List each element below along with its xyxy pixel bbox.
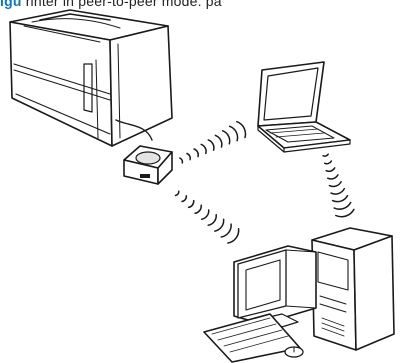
wireless-signal-icon [215, 135, 221, 147]
wireless-signal-icon [180, 158, 183, 163]
wireless-signal-icon [195, 205, 201, 213]
wireless-signal-icon [329, 182, 341, 187]
desktop-computer-icon [204, 228, 394, 362]
wireless-signal-icon [208, 215, 216, 226]
wireless-signal-icon [189, 201, 194, 208]
wireless-signal-icon [201, 144, 206, 153]
wireless-signal-icon [323, 154, 328, 156]
wireless-signal-icon [325, 161, 332, 164]
wireless-signal-icon [328, 175, 338, 179]
wireless-signal-icon [215, 219, 224, 231]
wireless-signal-icon [334, 203, 351, 210]
wireless-signal-icon [176, 191, 179, 195]
wireless-adapter-icon [124, 146, 172, 184]
wireless-signal-icon [208, 140, 214, 150]
wireless-signal-icon [333, 196, 348, 202]
wireless-signal-icon [223, 131, 230, 144]
wireless-signal-icon [187, 154, 190, 160]
wireless-signal-icon [194, 149, 198, 157]
wireless-signal-icon [230, 126, 238, 140]
wireless-signal-icon [336, 209, 354, 216]
wireless-signal-icon [331, 189, 344, 194]
printer-icon [10, 10, 172, 146]
signal-adapter-to-desktop [176, 191, 239, 243]
signal-adapter-to-laptop [180, 122, 246, 163]
laptop-icon [258, 62, 350, 152]
wireless-signal-icon [202, 210, 209, 219]
wireless-signal-icon [182, 196, 186, 202]
signal-laptop-to-desktop [323, 154, 354, 217]
wireless-signal-icon [326, 168, 335, 171]
